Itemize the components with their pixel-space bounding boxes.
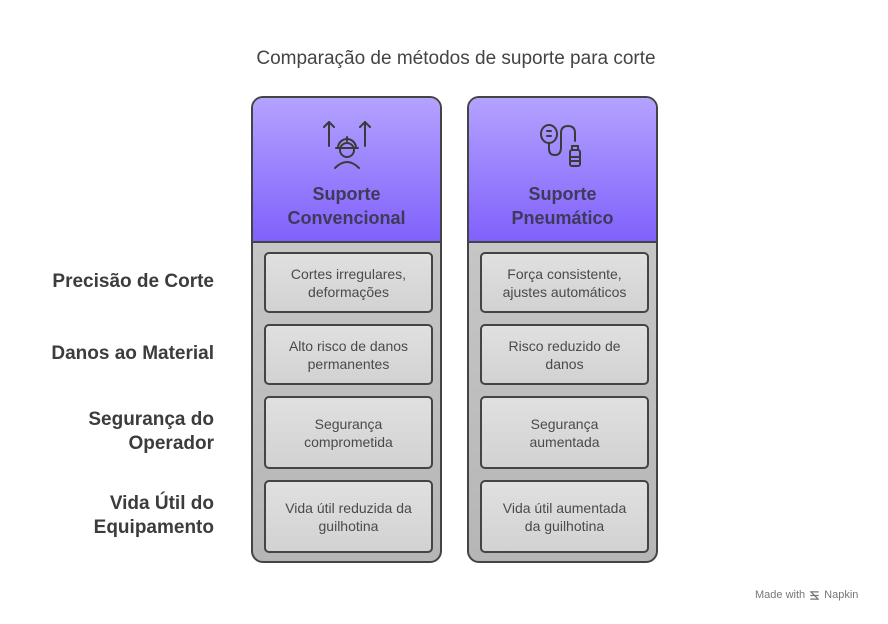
cell-conventional-precision: Cortes irregulares, deformações: [264, 252, 433, 313]
cell-pneumatic-operator-safety: Segurança aumentada: [480, 396, 649, 469]
cell-conventional-operator-safety: Segurança comprometida: [264, 396, 433, 469]
made-with-credit[interactable]: Made with Napkin: [755, 589, 858, 601]
row-label-precision: Precisão de Corte: [52, 271, 214, 292]
worker-with-up-arrows-icon: [323, 121, 371, 169]
cell-pneumatic-equipment-life: Vida útil aumentada da guilhotina: [480, 480, 649, 553]
napkin-logo-icon: [810, 590, 819, 600]
column-pneumatic: Suporte Pneumático Força consistente, aj…: [467, 96, 658, 563]
column-title-pneumatic: Suporte Pneumático: [511, 184, 614, 228]
row-label-operator-safety: Segurança do Operador: [88, 409, 214, 454]
cell-conventional-equipment-life: Vida útil reduzida da guilhotina: [264, 480, 433, 553]
pneumatic-pump-icon: [540, 124, 581, 167]
diagram-title: Comparação de métodos de suporte para co…: [256, 48, 656, 69]
column-conventional: Suporte Convencional Cortes irregulares,…: [251, 96, 442, 563]
column-title-conventional: Suporte Convencional: [287, 184, 406, 228]
napkin-brand: Napkin: [824, 589, 859, 601]
column-header-pneumatic: Suporte Pneumático: [469, 98, 656, 243]
column-header-conventional: Suporte Convencional: [253, 98, 440, 243]
row-label-material-damage: Danos ao Material: [51, 343, 214, 364]
row-label-equipment-life: Vida Útil do Equipamento: [93, 493, 214, 538]
cell-pneumatic-precision: Força consistente, ajustes automáticos: [480, 252, 649, 313]
cell-pneumatic-material-damage: Risco reduzido de danos: [480, 324, 649, 385]
cell-conventional-material-damage: Alto risco de danos permanentes: [264, 324, 433, 385]
made-with-label: Made with: [755, 589, 806, 601]
